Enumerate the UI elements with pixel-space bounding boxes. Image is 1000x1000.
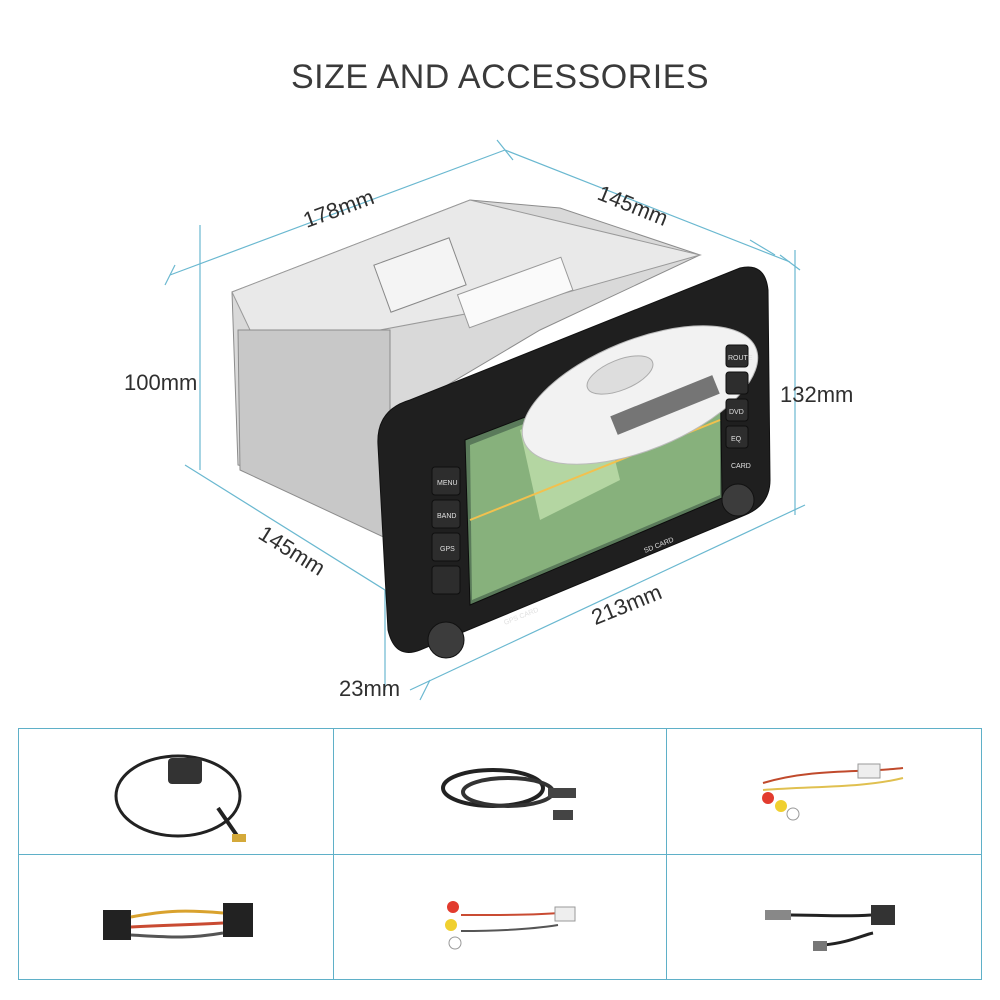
- accessory-gps-antenna: [18, 728, 338, 853]
- eq-button-label: EQ: [731, 436, 742, 443]
- dim-left-height: 100mm: [124, 370, 198, 395]
- accessories-grid: [18, 728, 982, 980]
- dvd-disc: [521, 325, 759, 465]
- accessory-rca-harness: [673, 728, 993, 853]
- product-dimension-diagram: MENU BAND GPS ROUTE DVD EQ CARD GPS CARD…: [164, 139, 806, 701]
- dimension-lines: [164, 139, 806, 701]
- gps-button-label: GPS: [440, 546, 455, 553]
- dim-right-height: 132mm: [780, 382, 854, 407]
- route-button-label: ROUTE: [728, 355, 753, 362]
- band-button-label: BAND: [437, 513, 456, 520]
- volume-knob-right: [721, 483, 755, 517]
- menu-button-label: MENU: [437, 480, 458, 487]
- accessory-usb-cable: [343, 728, 663, 853]
- dim-front-thickness: 23mm: [339, 676, 401, 701]
- volume-knob-left: [427, 621, 465, 659]
- page-title: SIZE AND ACCESSORIES: [290, 58, 710, 96]
- accessory-radio-antenna-adapter: [673, 855, 993, 980]
- metal-chassis: [231, 199, 702, 541]
- dvd-button-label: DVD: [729, 409, 744, 416]
- accessory-power-harness: [18, 855, 338, 980]
- accessory-av-harness: [343, 855, 663, 980]
- side-buttons: [431, 344, 749, 595]
- card-slot-label: CARD: [731, 463, 751, 470]
